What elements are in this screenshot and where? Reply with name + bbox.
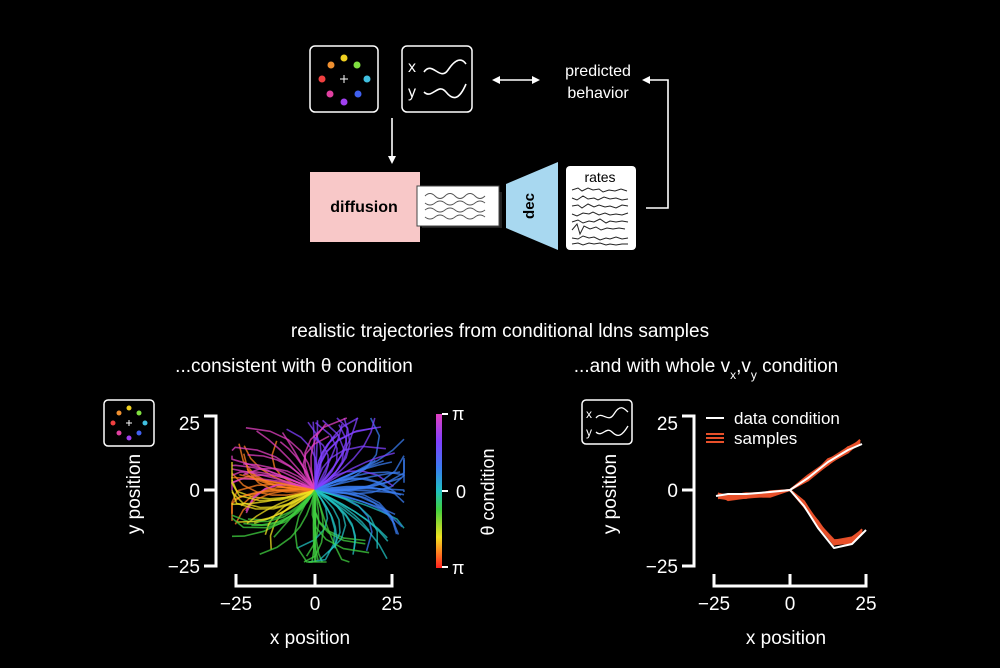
right-subtitle-sub-x: x [730,368,736,382]
trajectory-line [789,489,867,549]
trajectory-line [314,471,401,491]
trajectory-line [314,489,357,550]
right-xlabel: x position [746,628,826,649]
right-icon-y: y [586,425,592,439]
left-trajectories [231,417,405,563]
trajectory-line [231,462,316,502]
right-subtitle: ...and with whole vx,vy condition [574,356,838,382]
trajectory-line [231,489,316,510]
trajectory-line [231,446,316,491]
right-ytick-25: 25 [657,414,678,435]
legend-data-label: data condition [734,409,840,428]
left-xlabel: x position [270,628,350,649]
right-subtitle-sub-y: y [751,368,757,382]
trajectory-line [231,489,316,529]
trajectory-line [314,489,341,561]
left-ytick-0: 0 [189,481,200,502]
behavior-label: behavior [567,85,629,102]
cbar-tick-bottom: π [452,558,464,578]
velocity-condition-icon: x y [401,45,473,113]
trajectory-line [231,489,316,506]
rates-box: rates [566,166,636,250]
trajectory-line [310,423,327,491]
left-target-icon [103,399,155,447]
cbar-tick-top: π [452,404,464,424]
trajectory-line [789,489,863,545]
down-arrow [388,118,396,164]
trajectory-line [243,463,316,491]
feedback-arrow [642,76,669,209]
trajectory-line [314,485,405,504]
left-ytick-25: 25 [179,414,200,435]
trajectory-line [256,430,316,491]
target-condition-icon [309,45,379,113]
trajectory-line [314,457,405,495]
trajectory-line [264,489,316,536]
left-subtitle: ...consistent with θ condition [175,356,413,377]
icon-y-label: y [408,84,416,101]
trajectory-line [231,455,316,491]
trajectory-line [314,433,339,491]
right-trajectories [715,439,867,549]
theta-colorbar: π 0 π θ condition [436,404,498,578]
left-ylabel: y position [124,454,145,534]
trajectory-line [314,424,348,491]
diffusion-box: diffusion [310,172,420,242]
left-xtick-25: 25 [381,594,402,615]
trajectory-line [314,489,370,532]
trajectory-line [789,443,863,491]
left-ytick-m25: −25 [168,557,200,578]
right-subtitle-post: condition [757,356,838,377]
trajectory-line [304,417,348,491]
right-ytick-m25: −25 [646,557,678,578]
trajectory-line [314,417,376,491]
trajectory-line [243,467,316,491]
trajectory-line [312,435,330,491]
left-xtick-0: 0 [310,594,321,615]
right-velocity-icon: x y [581,399,633,445]
left-xtick-m25: −25 [220,594,252,615]
right-axes [682,414,868,588]
rates-label: rates [584,169,615,185]
trajectory-line [239,473,316,491]
trajectory-line [243,453,316,493]
predicted-label: predicted [565,63,631,80]
trajectory-line [314,489,338,549]
icon-x-label: x [408,59,416,76]
right-ytick-0: 0 [667,481,678,502]
right-legend: data condition samples [706,409,840,448]
trajectory-line [314,421,338,491]
trajectory-line [314,417,359,491]
right-icon-x: x [586,407,592,421]
trajectory-line [314,445,386,491]
right-subtitle-pre: ...and with whole v [574,356,731,377]
decoder-block: dec [506,162,558,250]
trajectory-line [314,452,395,491]
right-ylabel: y position [600,454,621,534]
trajectory-line [259,489,316,556]
trajectory-line [233,488,316,501]
trajectory-line [314,461,393,491]
latent-box [416,185,502,228]
double-arrow [492,76,540,84]
section-title: realistic trajectories from conditional … [291,321,709,342]
legend-samples-label: samples [734,429,797,448]
diffusion-label: diffusion [330,199,398,216]
left-axes [204,414,394,588]
dec-label: dec [521,193,538,219]
trajectory-line [314,459,405,492]
cbar-tick-mid: 0 [456,482,466,502]
trajectory-line [314,489,378,549]
cbar-label: θ condition [478,448,498,535]
right-xtick-m25: −25 [698,594,730,615]
trajectory-line [237,489,316,523]
right-subtitle-mid: ,v [736,356,751,377]
right-xtick-25: 25 [855,594,876,615]
right-xtick-0: 0 [785,594,796,615]
trajectory-line [715,489,791,497]
